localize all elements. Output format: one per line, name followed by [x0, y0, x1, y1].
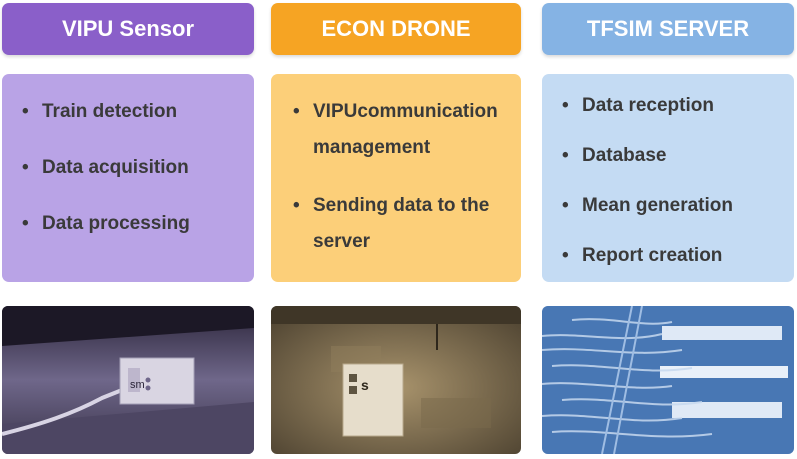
- function-item: Mean generation: [560, 188, 786, 224]
- econ-device-label: s: [361, 377, 369, 393]
- econ-drone-column: ECON DRONE VIPUcommunication management …: [271, 0, 521, 459]
- function-item: Report creation: [560, 238, 786, 274]
- function-item: Data processing: [20, 206, 246, 242]
- vipu-sensor-header: VIPU Sensor: [2, 3, 254, 55]
- econ-drone-photo: s: [271, 306, 521, 454]
- function-item: VIPUcommunication management: [291, 94, 513, 166]
- tfsim-server-photo: [542, 306, 794, 454]
- vipu-sensor-photo: sm: [2, 306, 254, 454]
- econ-drone-header: ECON DRONE: [271, 3, 521, 55]
- tfsim-server-header: TFSIM SERVER: [542, 3, 794, 55]
- vipu-sensor-column: VIPU Sensor Train detection Data acquisi…: [2, 0, 254, 459]
- function-item: Database: [560, 138, 786, 174]
- function-item: Data acquisition: [20, 150, 246, 186]
- tfsim-server-functions-box: Data reception Database Mean generation …: [542, 74, 794, 282]
- vipu-sensor-functions-box: Train detection Data acquisition Data pr…: [2, 74, 254, 282]
- vipu-device-label: sm: [130, 379, 145, 391]
- econ-drone-functions-box: VIPUcommunication management Sending dat…: [271, 74, 521, 282]
- function-item: Data reception: [560, 88, 786, 124]
- tfsim-server-function-list: Data reception Database Mean generation …: [560, 88, 786, 274]
- econ-drone-function-list: VIPUcommunication management Sending dat…: [291, 94, 513, 260]
- vipu-sensor-function-list: Train detection Data acquisition Data pr…: [20, 94, 246, 242]
- tfsim-server-column: TFSIM SERVER Data reception Database Mea…: [542, 0, 794, 459]
- function-item: Train detection: [20, 94, 246, 130]
- function-item: Sending data to the server: [291, 188, 513, 260]
